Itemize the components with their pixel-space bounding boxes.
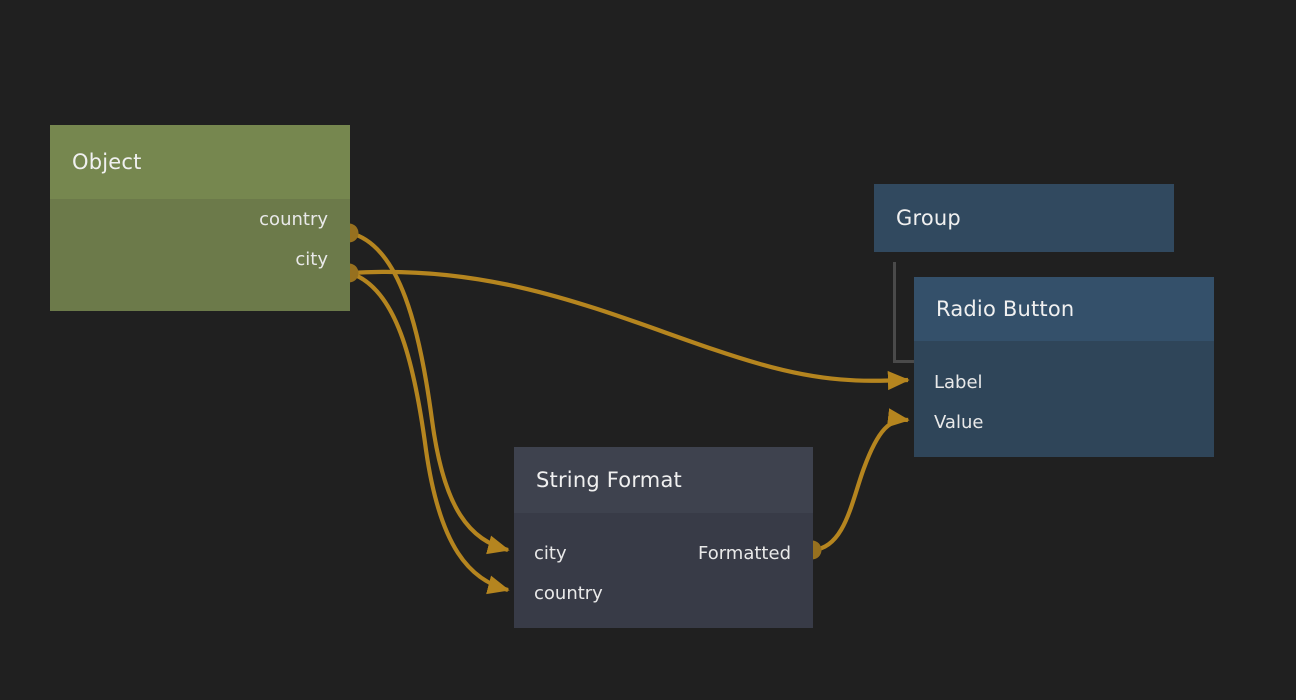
- port-label-object-country: country: [259, 208, 328, 230]
- connection-object-city-to-radio-label: [349, 269, 910, 391]
- port-row-radio-label[interactable]: Label: [914, 362, 1214, 402]
- connection-object-city-to-stringformat-country: [349, 271, 510, 595]
- port-label-radio-label: Label: [934, 371, 983, 393]
- port-row-stringformat-city[interactable]: city Formatted: [514, 533, 813, 573]
- node-object-body: country city: [50, 199, 350, 311]
- node-string-format-title: String Format: [514, 447, 813, 513]
- port-row-object-country[interactable]: country: [50, 199, 350, 239]
- node-object[interactable]: Object country city: [50, 125, 350, 311]
- port-label-stringformat-country: country: [534, 582, 603, 604]
- port-label-stringformat-city: city: [534, 542, 567, 564]
- node-group[interactable]: Group: [874, 184, 1174, 252]
- connection-object-country-to-stringformat-city: [349, 230, 510, 555]
- node-radio-button[interactable]: Radio Button Label Value: [914, 277, 1214, 457]
- port-row-stringformat-country[interactable]: country: [514, 573, 813, 613]
- node-radio-button-title: Radio Button: [914, 277, 1214, 341]
- port-label-stringformat-formatted: Formatted: [698, 542, 791, 564]
- node-string-format[interactable]: String Format city Formatted country: [514, 447, 813, 628]
- node-object-title: Object: [50, 125, 350, 199]
- connection-stringformat-formatted-to-radio-value: [812, 408, 910, 553]
- group-child-bracket: [893, 262, 922, 363]
- port-label-radio-value: Value: [934, 411, 984, 433]
- port-label-object-city: city: [295, 248, 328, 270]
- port-row-radio-value[interactable]: Value: [914, 402, 1214, 442]
- node-string-format-body: city Formatted country: [514, 513, 813, 628]
- node-radio-button-body: Label Value: [914, 341, 1214, 457]
- node-group-title: Group: [874, 184, 1174, 252]
- port-row-object-city[interactable]: city: [50, 239, 350, 279]
